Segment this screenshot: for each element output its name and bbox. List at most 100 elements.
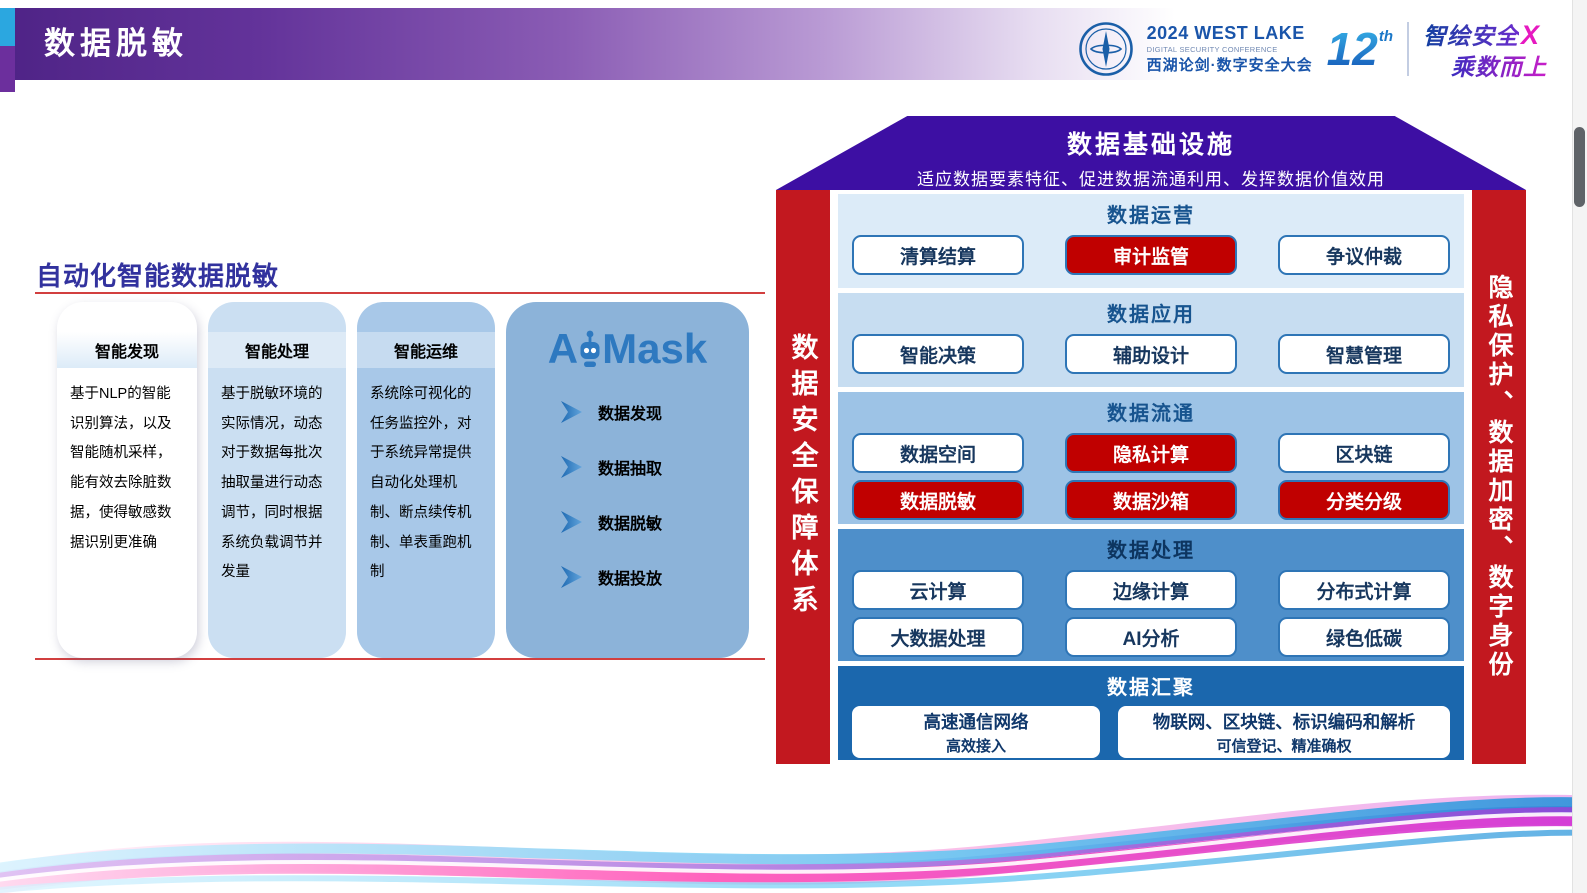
conference-text-block: 2024 WEST LAKE DIGITAL SECURITY CONFEREN… — [1146, 22, 1313, 75]
left-section-title: 自动化智能数据脱敏 — [36, 261, 280, 291]
card-header: 智能发现 — [57, 332, 197, 368]
architecture-diagram: 数据基础设施 适应数据要素特征、促进数据流通利用、发挥数据价值效用 数据安全保障… — [776, 116, 1526, 766]
layer-title: 数据应用 — [1107, 304, 1195, 326]
conference-cn-title: 西湖论剑·数字安全大会 — [1146, 56, 1313, 74]
capability-chip: 清算结算 — [852, 235, 1024, 275]
aimask-logo-left: A — [547, 325, 579, 372]
feature-card-smart-processing: 智能处理 基于脱敏环境的实际情况，动态对于数据每批次抽取量进行动态调节，同时根据… — [208, 302, 346, 658]
scrollbar-track[interactable] — [1572, 0, 1587, 893]
chip-row: 智能决策 辅助设计 智慧管理 — [838, 334, 1464, 374]
chip-row: 数据脱敏 数据沙箱 分类分级 — [838, 480, 1464, 520]
layer-data-operations: 数据运营 清算结算 审计监管 争议仲裁 — [838, 194, 1464, 288]
capability-chip: 争议仲裁 — [1278, 235, 1450, 275]
card-header: 智能运维 — [357, 332, 495, 368]
capability-chip: 分类分级 — [1278, 480, 1450, 520]
right-pillar: 隐私保护、数据加密、数字身份 — [1472, 190, 1526, 764]
infra-banner-subtitle: 适应数据要素特征、促进数据流通利用、发挥数据价值效用 — [917, 170, 1385, 189]
wide-chip-line1: 高速通信网络 — [923, 711, 1029, 732]
conference-subtitle: DIGITAL SECURITY CONFERENCE — [1146, 44, 1278, 54]
header-band: 数据脱敏 — [0, 8, 1175, 80]
layer-data-aggregation: 数据汇聚 高速通信网络 高效接入 物联网、区块链、标识编码和解析 可信登记、精准… — [838, 666, 1464, 760]
layer-data-circulation: 数据流通 数据空间 隐私计算 区块链 数据脱敏 数据沙箱 分类分级 — [838, 392, 1464, 524]
step-item: 数据发现 — [558, 400, 749, 424]
capability-chip: 数据脱敏 — [852, 480, 1024, 520]
step-label: 数据发现 — [598, 406, 663, 423]
card-body: 系统除可视化的任务监控外，对于系统异常提供自动化处理机制、断点续传机制、单表重跑… — [370, 386, 472, 581]
page-title: 数据脱敏 — [44, 26, 188, 61]
capability-chip: AI分析 — [1065, 617, 1237, 657]
edition-number: 12 — [1326, 23, 1378, 75]
diagram-layers: 数据运营 清算结算 审计监管 争议仲裁 数据应用 智能决策 辅助设计 智慧管理 … — [838, 194, 1464, 760]
chip-row: 数据空间 隐私计算 区块链 — [838, 433, 1464, 473]
scrollbar-thumb[interactable] — [1574, 127, 1585, 207]
capability-chip: 数据沙箱 — [1065, 480, 1237, 520]
card-header: 智能处理 — [208, 332, 346, 368]
capability-chip: 边缘计算 — [1065, 570, 1237, 610]
infra-banner: 数据基础设施 适应数据要素特征、促进数据流通利用、发挥数据价值效用 — [776, 116, 1526, 190]
capability-chip: 云计算 — [852, 570, 1024, 610]
edition-badge: 12th — [1327, 22, 1393, 76]
slogan-x: X — [1521, 19, 1540, 50]
right-pillar-label: 隐私保护、数据加密、数字身份 — [1485, 274, 1513, 680]
conference-title: 2024 WEST LAKE — [1146, 22, 1305, 43]
capability-chip: 辅助设计 — [1065, 334, 1237, 374]
aimask-logo-right: Mask — [602, 325, 708, 372]
card-body: 基于脱敏环境的实际情况，动态对于数据每批次抽取量进行动态调节，同时根据系统负载调… — [221, 386, 323, 581]
capability-chip: 隐私计算 — [1065, 433, 1237, 473]
capability-chip: 区块链 — [1278, 433, 1450, 473]
feature-cards: 智能发现 基于NLP的智能识别算法，以及智能随机采样，能有效去除脏数据，使得敏感… — [57, 302, 749, 658]
layer-data-processing: 数据处理 云计算 边缘计算 分布式计算 大数据处理 AI分析 绿色低碳 — [838, 529, 1464, 661]
decorative-waves — [0, 794, 1587, 893]
slogan-logo: 智绘安全X 乘数而上 — [1423, 17, 1553, 82]
aimask-logo: A Mask — [506, 328, 749, 370]
conference-logos: 2024 WEST LAKE DIGITAL SECURITY CONFEREN… — [1078, 16, 1553, 82]
edge-accent-purple — [0, 46, 15, 92]
step-item: 数据脱敏 — [558, 510, 749, 534]
step-label: 数据抽取 — [598, 461, 663, 478]
divider-line-bottom — [35, 658, 765, 660]
edition-suffix: th — [1378, 28, 1393, 45]
left-pillar-label: 数据安全保障体系 — [787, 333, 818, 621]
conference-emblem-icon — [1078, 22, 1133, 76]
logo-divider — [1407, 22, 1409, 76]
chip-row: 大数据处理 AI分析 绿色低碳 — [838, 617, 1464, 657]
card-body: 基于NLP的智能识别算法，以及智能随机采样，能有效去除脏数据，使得敏感数据识别更… — [70, 386, 172, 551]
step-label: 数据脱敏 — [598, 516, 663, 533]
capability-chip: 绿色低碳 — [1278, 617, 1450, 657]
layer-title: 数据流通 — [1107, 403, 1195, 425]
wide-capability-chip: 物联网、区块链、标识编码和解析 可信登记、精准确权 — [1118, 706, 1450, 758]
wide-chip-line2: 高效接入 — [945, 737, 1006, 755]
wide-chip-line2: 可信登记、精准确权 — [1216, 737, 1352, 755]
left-pillar: 数据安全保障体系 — [776, 190, 830, 764]
step-item: 数据抽取 — [558, 455, 749, 479]
feature-card-smart-discovery: 智能发现 基于NLP的智能识别算法，以及智能随机采样，能有效去除脏数据，使得敏感… — [57, 302, 197, 658]
wide-chip-line1: 物联网、区块链、标识编码和解析 — [1152, 711, 1416, 732]
layer-data-application: 数据应用 智能决策 辅助设计 智慧管理 — [838, 293, 1464, 387]
capability-chip: 智能决策 — [852, 334, 1024, 374]
step-item: 数据投放 — [558, 565, 749, 589]
capability-chip: 审计监管 — [1065, 235, 1237, 275]
wide-capability-chip: 高速通信网络 高效接入 — [852, 706, 1100, 758]
capability-chip: 数据空间 — [852, 433, 1024, 473]
feature-card-smart-ops: 智能运维 系统除可视化的任务监控外，对于系统异常提供自动化处理机制、断点续传机制… — [357, 302, 495, 658]
layer-title: 数据汇聚 — [1107, 677, 1195, 699]
step-label: 数据投放 — [598, 571, 663, 588]
product-card-aimask: A Mask 数据发现 数据抽取 — [506, 302, 749, 658]
layer-title: 数据运营 — [1107, 205, 1195, 227]
chevron-arrow-icon — [561, 456, 582, 478]
divider-line-top — [35, 292, 765, 294]
edge-accent — [0, 8, 15, 92]
slogan-line2: 乘数而上 — [1451, 48, 1547, 82]
chevron-arrow-icon — [561, 401, 582, 423]
edge-accent-blue — [0, 8, 15, 46]
chip-row: 清算结算 审计监管 争议仲裁 — [838, 235, 1464, 275]
chevron-arrow-icon — [561, 511, 582, 533]
chevron-arrow-icon — [561, 566, 582, 588]
chip-row: 高速通信网络 高效接入 物联网、区块链、标识编码和解析 可信登记、精准确权 — [838, 706, 1464, 758]
aimask-steps: 数据发现 数据抽取 数据脱敏 数据投放 — [558, 400, 749, 589]
infra-banner-title: 数据基础设施 — [1066, 131, 1235, 159]
slogan-line1: 智绘安全 — [1423, 22, 1519, 49]
capability-chip: 分布式计算 — [1278, 570, 1450, 610]
capability-chip: 智慧管理 — [1278, 334, 1450, 374]
